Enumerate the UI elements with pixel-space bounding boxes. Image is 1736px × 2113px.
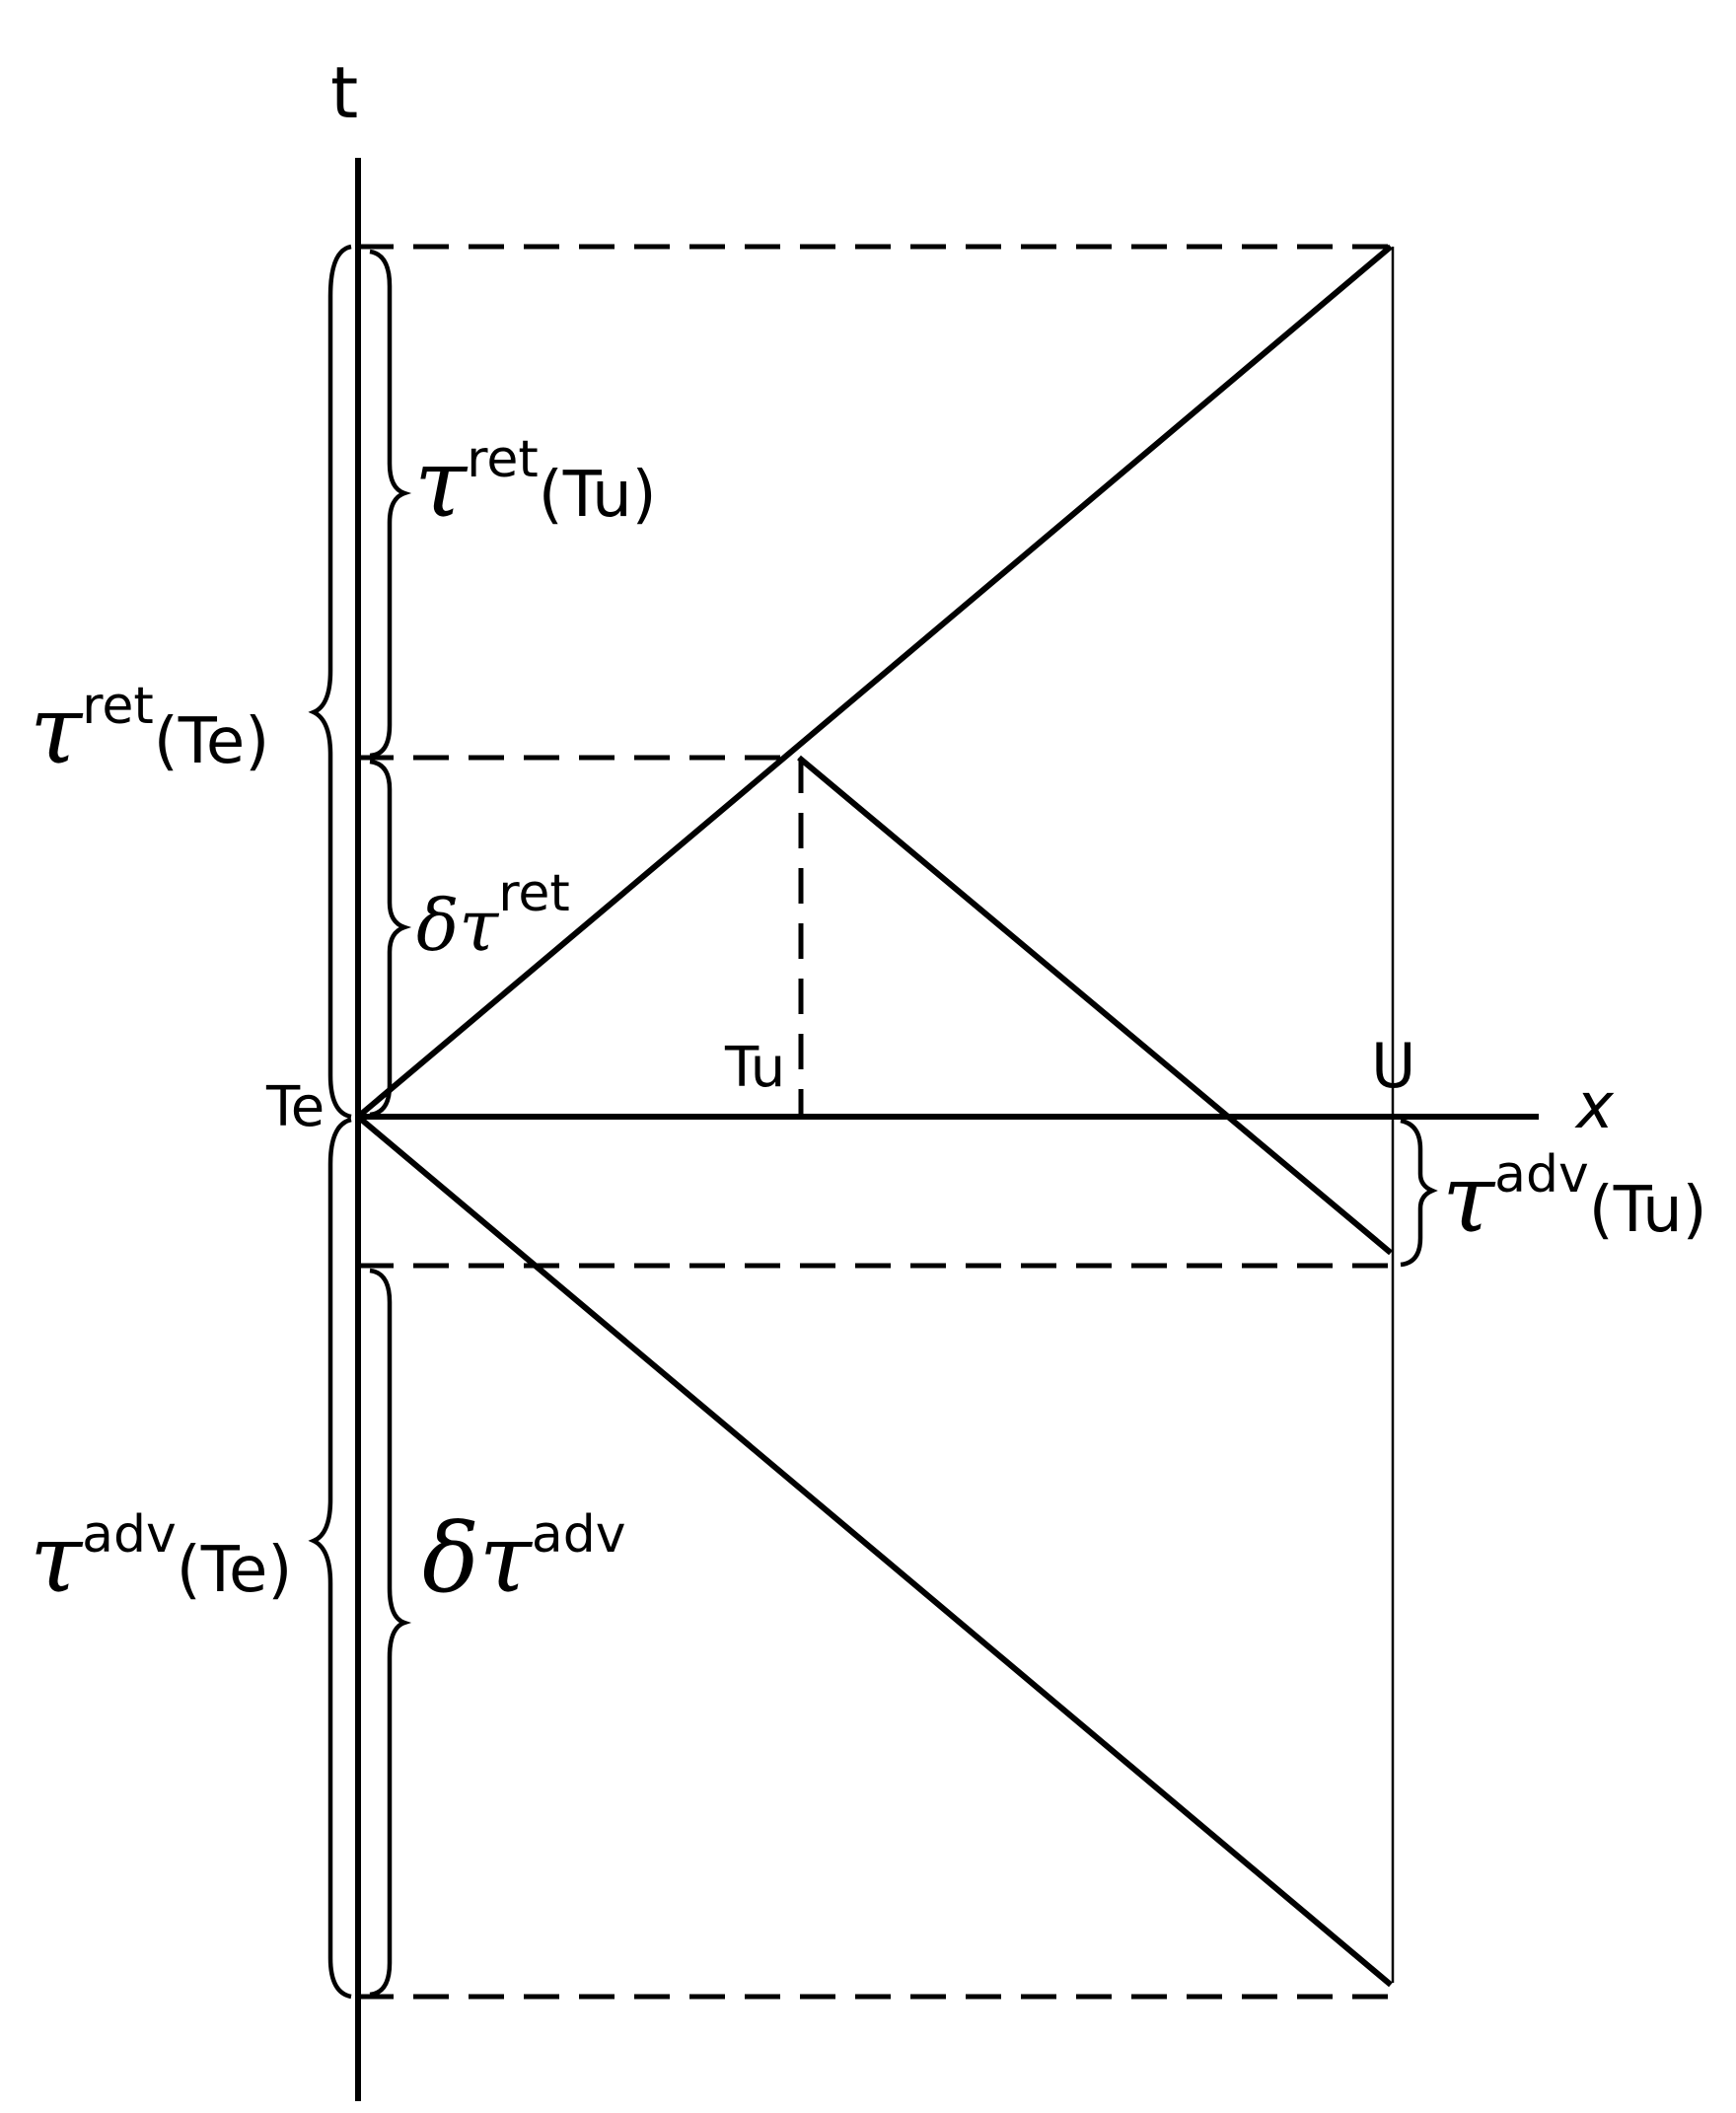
delta-tau-symbol: δτ [416, 884, 499, 967]
ret-superscript: ret [82, 677, 154, 736]
adv-superscript: adv [1494, 1145, 1589, 1204]
delta-tau-ret-label: δτret [416, 868, 570, 961]
delta-tau-adv-label: δτadv [422, 1509, 626, 1606]
tu-argument: (Tu) [538, 459, 657, 532]
brace-tau-ret-te [308, 244, 352, 1120]
t-axis-label: t [330, 51, 359, 134]
brace-delta-tau-ret [369, 759, 412, 1118]
adv-superscript: adv [531, 1505, 626, 1565]
tau-adv-te-label: τadv(Te) [30, 1509, 292, 1606]
ret-superscript: ret [467, 430, 539, 489]
tau-symbol: τ [1442, 1143, 1495, 1254]
x-axis-label: x [1576, 1070, 1614, 1143]
te-argument: (Te) [176, 1534, 293, 1607]
tau-ret-tu-label: τret(Tu) [414, 434, 657, 531]
adv-superscript: adv [82, 1505, 177, 1565]
u-label: U [1371, 1030, 1416, 1102]
ret-superscript: ret [498, 864, 570, 923]
tu-argument: (Tu) [1588, 1174, 1707, 1247]
brace-tau-ret-tu [369, 249, 412, 759]
ray-te-to-bottom [356, 1114, 1393, 1988]
tau-symbol: τ [30, 1503, 83, 1614]
ray-tu-down [797, 755, 1393, 1256]
delta-tau-symbol: δτ [422, 1503, 532, 1614]
tau-symbol: τ [414, 428, 468, 539]
tu-label: Tu [725, 1036, 786, 1100]
ray-te-to-top [356, 244, 1393, 1120]
tau-ret-te-label: τret(Te) [30, 681, 269, 777]
brace-tau-adv-tu [1400, 1118, 1438, 1268]
tau-symbol: τ [30, 675, 83, 785]
tau-adv-tu-label: τadv(Tu) [1442, 1149, 1707, 1246]
brace-tau-adv-te [308, 1117, 352, 2000]
te-argument: (Te) [153, 705, 270, 778]
te-label: Te [266, 1075, 326, 1139]
brace-delta-tau-adv [369, 1268, 412, 1998]
